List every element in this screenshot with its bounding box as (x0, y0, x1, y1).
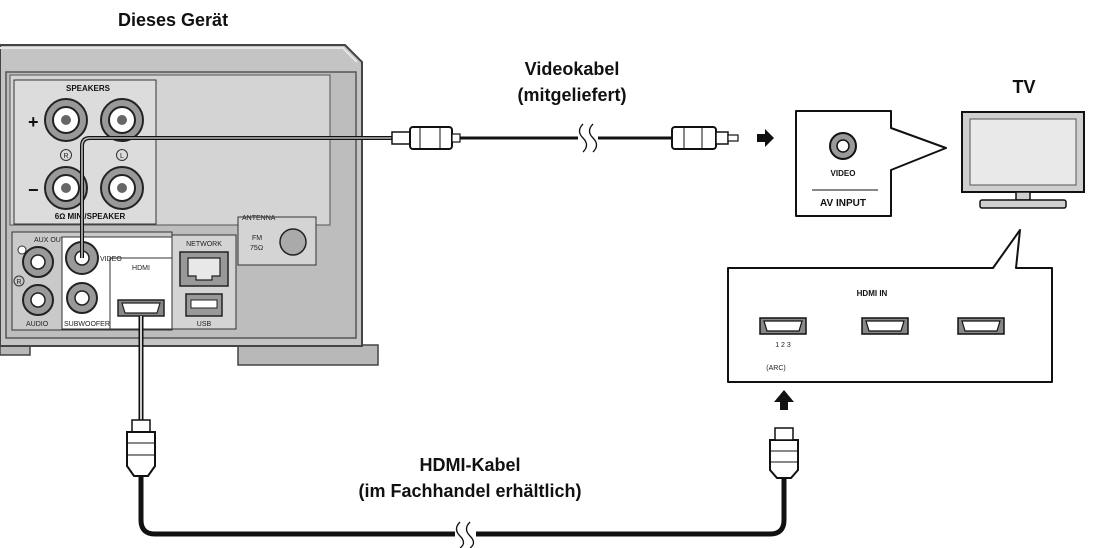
hdmi-port-numbers: 1 2 3 (775, 342, 791, 349)
panel-screw (17, 245, 27, 255)
hdmi-in-port-2 (861, 317, 909, 335)
subwoofer-label: SUBWOOFER (64, 321, 110, 328)
network-label: NETWORK (186, 241, 222, 248)
hdmi-in-port-3 (957, 317, 1005, 335)
plus-label: + (28, 112, 39, 132)
video-plug-left (391, 126, 461, 150)
audio-label: AUDIO (26, 321, 49, 328)
speaker-r-label: R (63, 153, 68, 160)
video-arrow-icon (757, 129, 774, 147)
speaker-terminal-l-plus (100, 98, 144, 142)
av-input-label: AV INPUT (820, 198, 866, 209)
hdmi-in-label: HDMI IN (857, 289, 888, 298)
video-plug-right (671, 126, 739, 150)
hdmi-cable (126, 316, 799, 548)
arc-label: (ARC) (766, 365, 785, 372)
fm-label: FM (252, 235, 262, 242)
device-title: Dieses Gerät (118, 10, 228, 30)
video-jack-label: VIDEO (100, 256, 122, 263)
usb-label: USB (197, 321, 212, 328)
aux-r-label: R (16, 279, 21, 286)
hdmi-cable-break (455, 521, 475, 548)
minus-label: − (28, 180, 39, 200)
hdmi-in-port-1 (759, 317, 807, 335)
antenna-jack (279, 228, 307, 256)
speaker-l-label: L (120, 153, 124, 160)
hdmi-cable-label-line2: (im Fachhandel erhältlich) (358, 481, 581, 501)
speaker-terminal-r-minus (44, 166, 88, 210)
hdmi-plug-left (126, 419, 156, 477)
tv-video-label: VIDEO (831, 169, 856, 178)
video-cable-label-line2: (mitgeliefert) (517, 85, 626, 105)
video-cable-break (578, 123, 598, 153)
tv-title: TV (1012, 77, 1035, 97)
hdmi-output-label: HDMI (132, 265, 150, 272)
network-port (179, 251, 229, 287)
audio-jack-l (22, 246, 54, 278)
fm-ohm-label: 75Ω (250, 245, 263, 252)
av-input-callout: VIDEO AV INPUT (795, 110, 947, 217)
hdmi-in-callout: HDMI IN 1 2 3 (ARC) (727, 229, 1053, 383)
speakers-label: SPEAKERS (66, 84, 111, 93)
speaker-impedance-label: 6Ω MIN./SPEAKER (55, 212, 126, 221)
speaker-terminal-r-plus (44, 98, 88, 142)
hdmi-up-arrow-icon (774, 390, 794, 410)
antenna-label: ANTENNA (242, 215, 276, 222)
tv-icon (961, 111, 1085, 209)
hdmi-plug-right (769, 427, 799, 479)
video-cable-label-line1: Videokabel (525, 59, 620, 79)
hdmi-cable-label-line1: HDMI-Kabel (419, 455, 520, 475)
hdmi-output-port (117, 299, 165, 317)
usb-port (185, 293, 223, 317)
tv-video-input-jack (829, 132, 857, 160)
subwoofer-jack (66, 282, 98, 314)
audio-jack-r (22, 284, 54, 316)
device-rear-panel: SPEAKERS + − R L 6Ω MIN./SPEAKER (0, 44, 379, 366)
speaker-terminal-l-minus (100, 166, 144, 210)
aux-output-label: AUX OUTPUT (34, 237, 80, 244)
video-cable (80, 123, 774, 258)
